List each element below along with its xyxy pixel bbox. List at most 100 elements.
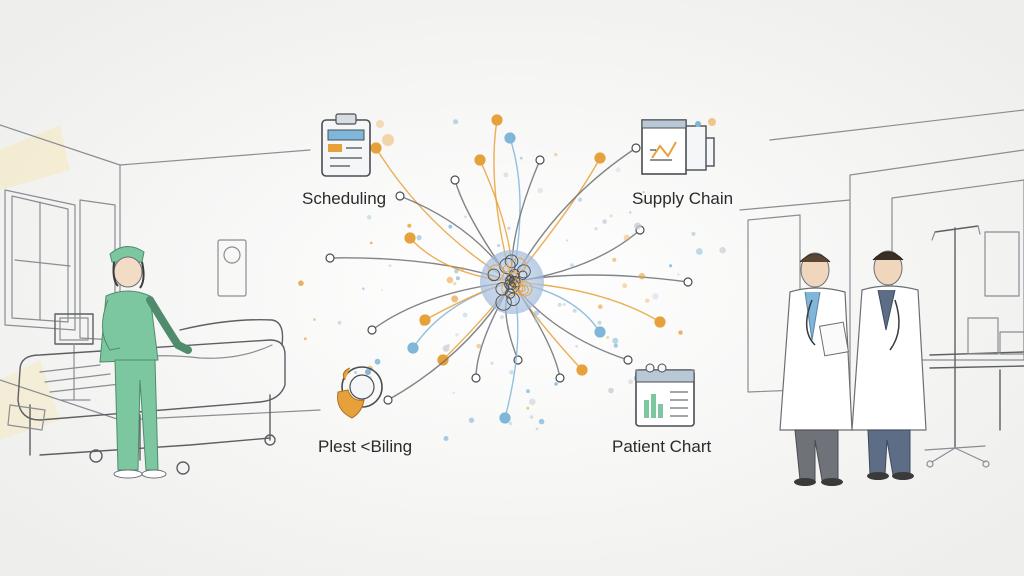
billing-pump-icon — [337, 366, 383, 419]
core-knot — [506, 292, 520, 306]
particle-dot — [374, 358, 381, 365]
particle-dot — [628, 379, 634, 385]
connection-node — [474, 154, 486, 166]
particle-dot — [652, 293, 659, 300]
particle-dot — [366, 215, 372, 220]
particle-dot — [537, 187, 543, 194]
particle-dot — [678, 330, 683, 335]
particle-dot — [451, 295, 459, 303]
particle-dot — [602, 219, 607, 224]
particle-dot — [303, 337, 307, 341]
particle-dot — [570, 263, 574, 268]
scheduling-label: Scheduling — [302, 189, 387, 208]
connection-node — [623, 355, 633, 365]
particle-dot — [380, 288, 383, 291]
connection-node — [683, 277, 693, 287]
particle-dot — [354, 371, 358, 374]
supply-folder-icon — [641, 118, 716, 175]
iv-pole — [924, 225, 990, 468]
particle-dot — [499, 315, 505, 320]
particle-dot — [298, 280, 304, 287]
connection-node — [576, 364, 588, 376]
right-hospital-office — [739, 109, 1024, 486]
particle-dot — [460, 267, 465, 271]
connection-node — [594, 152, 606, 164]
particle-dot — [554, 152, 558, 157]
particle-dot — [640, 199, 645, 204]
particle-dot — [407, 223, 412, 228]
core-knot — [487, 268, 501, 282]
core-knot — [510, 257, 527, 273]
connection-node — [395, 191, 405, 201]
connection-node — [370, 142, 382, 154]
nurse-figure — [99, 246, 192, 479]
particle-dot — [446, 276, 454, 284]
clipboard-icon — [321, 113, 394, 177]
particle-dot — [490, 361, 494, 365]
window — [4, 189, 76, 331]
particle-dot — [526, 389, 530, 394]
particle-dot — [453, 119, 459, 125]
particle-dot — [613, 343, 618, 348]
particle-dot — [468, 417, 475, 423]
particle-dot — [462, 312, 468, 318]
doctor-figure-right — [851, 250, 927, 480]
supply-chain-label: Supply Chain — [632, 189, 734, 208]
particle-dot — [452, 391, 455, 394]
particle-dot — [534, 316, 541, 324]
billing-label: Plest <Biling — [318, 437, 413, 456]
particle-dot — [562, 303, 566, 306]
particle-dot — [497, 243, 501, 248]
particle-dot — [453, 281, 457, 286]
connection-node — [504, 132, 516, 144]
particle-dot — [575, 344, 578, 348]
particle-dot — [612, 257, 617, 262]
connection-node — [535, 155, 545, 165]
particle-dot — [572, 308, 577, 313]
particle-dot — [642, 191, 645, 194]
connection-node — [471, 373, 481, 383]
particle-dot — [598, 304, 603, 310]
core-knot — [517, 281, 533, 297]
doctor-figure-left — [779, 252, 853, 486]
particle-dot — [454, 269, 459, 274]
core-knot — [518, 270, 528, 280]
connection-node — [325, 253, 335, 263]
particle-dot — [529, 398, 536, 406]
particle-dot — [362, 287, 365, 291]
particle-dot — [443, 436, 449, 441]
patient-chart-label: Patient Chart — [612, 437, 712, 456]
particle-dot — [645, 298, 650, 303]
particle-dot — [609, 214, 613, 218]
core-knot — [506, 274, 515, 282]
connection-node — [367, 325, 377, 335]
connection-node — [631, 143, 641, 153]
core-knot — [516, 264, 531, 279]
particle-dot — [529, 415, 534, 419]
particle-dot — [691, 231, 696, 236]
particle-dot — [519, 156, 523, 160]
particle-dot — [669, 264, 673, 268]
particle-dot — [634, 222, 642, 230]
connection-node — [437, 354, 449, 366]
particle-dot — [612, 337, 619, 344]
core-knot — [505, 279, 520, 294]
particle-dot — [676, 273, 680, 276]
particle-dot — [313, 318, 316, 321]
hospital-bed — [7, 319, 286, 475]
left-hospital-room — [0, 124, 321, 479]
core-knot — [518, 284, 529, 295]
particle-dot — [508, 421, 513, 426]
particle-dot — [554, 382, 558, 386]
particle-dot — [416, 235, 422, 241]
network-core — [480, 250, 544, 314]
connection-node — [491, 114, 503, 126]
particle-dot — [606, 335, 610, 340]
particle-dot — [597, 320, 602, 325]
particle-dot — [526, 406, 530, 410]
particle-dot — [337, 320, 342, 325]
connection-node — [499, 412, 511, 424]
connection-node — [654, 316, 666, 328]
wall-panel — [217, 239, 247, 297]
